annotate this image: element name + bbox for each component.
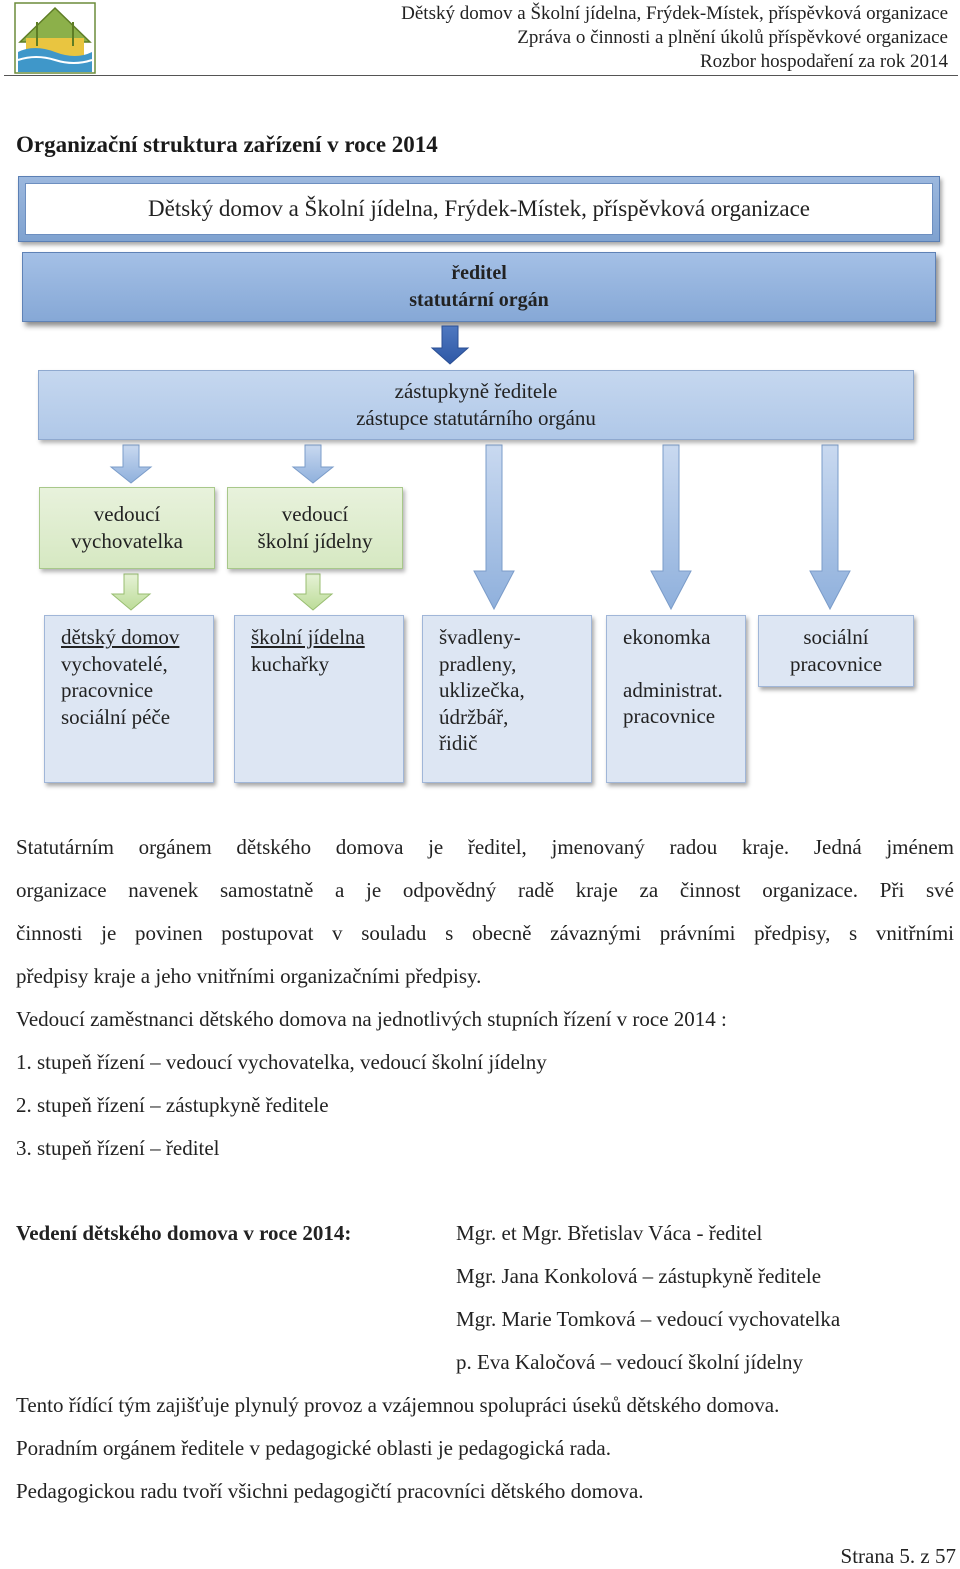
canteen-head-line2: školní jídelny (257, 529, 373, 553)
canteen-head-line1: vedoucí (281, 502, 349, 526)
childrens-home-line4: sociální péče (61, 704, 171, 729)
org-box-canteen-head: vedoucí školní jídelny (227, 487, 403, 569)
management-member: p. Eva Kaločová – vedoucí školní jídelny (456, 1350, 804, 1374)
header-report-subtitle: Rozbor hospodaření za rok 2014 (700, 51, 948, 72)
arrow-deputy-low3 (473, 444, 515, 611)
economics-spacer (623, 651, 745, 677)
director-title: ředitel (451, 262, 507, 284)
economics-line2: administrat. (623, 677, 723, 702)
head-educator-line2: vychovatelka (71, 529, 183, 553)
arrow-deputy-low5 (809, 444, 851, 611)
org-chart-org-name: Dětský domov a Školní jídelna, Frýdek-Mí… (25, 183, 933, 235)
header-org-name: Dětský domov a Školní jídelna, Frýdek-Mí… (401, 3, 948, 24)
level-item: 2. stupeň řízení – zástupkyně ředitele (16, 1093, 329, 1117)
header-report-title: Zpráva o činnosti a plnění úkolů příspěv… (517, 27, 948, 48)
org-box-deputy: zástupkyně ředitele zástupce statutárníh… (38, 370, 914, 440)
org-box-childrens-home: dětský domov vychovatelé, pracovnice soc… (44, 615, 214, 783)
closing-line: Poradním orgánem ředitele v pedagogické … (16, 1436, 611, 1460)
level-item: 3. stupeň řízení – ředitel (16, 1136, 220, 1160)
childrens-home-line3: pracovnice (61, 678, 154, 702)
org-box-director: ředitel statutární orgán (22, 252, 936, 322)
levels-intro: Vedoucí zaměstnanci dětského domova na j… (16, 1007, 727, 1031)
arrow-director-deputy (430, 325, 470, 365)
operations-line1: švadleny- (439, 625, 521, 649)
paragraph-line: činnosti je povinen postupovat v souladu… (16, 921, 954, 945)
childrens-home-label: dětský domov (61, 625, 180, 649)
paragraph-line: organizace navenek samostatně a je odpov… (16, 878, 954, 902)
header-divider (4, 75, 958, 76)
economics-line3: pracovnice (623, 704, 716, 728)
management-label: Vedení dětského domova v roce 2014: (16, 1221, 352, 1245)
org-box-school-canteen: školní jídelna kuchařky (234, 615, 404, 783)
organization-logo (14, 2, 96, 74)
arrow-deputy-low4 (650, 444, 692, 611)
deputy-role: zástupce statutárního orgánu (356, 406, 596, 430)
childrens-home-line2: vychovatelé, (61, 651, 168, 676)
org-box-social-worker: sociální pracovnice (758, 615, 914, 687)
page-number: Strana 5. z 57 (840, 1544, 956, 1568)
arrow-deputy-mid-left (109, 444, 153, 484)
operations-line5: řidič (439, 731, 478, 755)
paragraph-statutory-body: Statutárním orgánem dětského domova je ř… (16, 826, 954, 1170)
org-box-operations: švadleny- pradleny, uklizečka, údržbář, … (422, 615, 592, 783)
paragraph-line: Statutárním orgánem dětského domova je ř… (16, 835, 954, 859)
social-worker-line2: pracovnice (789, 651, 883, 676)
arrow-mid-left-low1 (110, 573, 152, 611)
director-role: statutární orgán (409, 289, 549, 311)
head-educator-line1: vedoucí (93, 502, 161, 526)
deputy-title: zástupkyně ředitele (394, 379, 558, 403)
level-item: 1. stupeň řízení – vedoucí vychovatelka,… (16, 1050, 547, 1074)
operations-line2: pradleny, (439, 651, 517, 676)
section-title: Organizační struktura zařízení v roce 20… (16, 132, 438, 157)
management-member: Mgr. Jana Konkolová – zástupkyně ředitel… (456, 1264, 822, 1288)
org-box-economics: ekonomka administrat. pracovnice (606, 615, 746, 783)
paragraph-line: předpisy kraje a jeho vnitřními organiza… (16, 964, 482, 988)
closing-line: Tento řídící tým zajišťuje plynulý provo… (16, 1393, 780, 1417)
closing-line: Pedagogickou radu tvoří všichni pedagogi… (16, 1479, 644, 1503)
management-member: Mgr. et Mgr. Břetislav Váca - ředitel (456, 1221, 763, 1245)
operations-line4: údržbář, (439, 704, 509, 729)
social-worker-line1: sociální (803, 625, 869, 649)
economics-line1: ekonomka (623, 625, 711, 649)
operations-line3: uklizečka, (439, 678, 525, 702)
arrow-mid-right-low2 (292, 573, 334, 611)
school-canteen-line2: kuchařky (251, 651, 330, 676)
org-chart-top-box: Dětský domov a Školní jídelna, Frýdek-Mí… (18, 176, 940, 242)
arrow-deputy-mid-right (291, 444, 335, 484)
school-canteen-label: školní jídelna (251, 625, 365, 649)
management-member: Mgr. Marie Tomková – vedoucí vychovatelk… (456, 1307, 841, 1331)
org-box-head-educator: vedoucí vychovatelka (39, 487, 215, 569)
